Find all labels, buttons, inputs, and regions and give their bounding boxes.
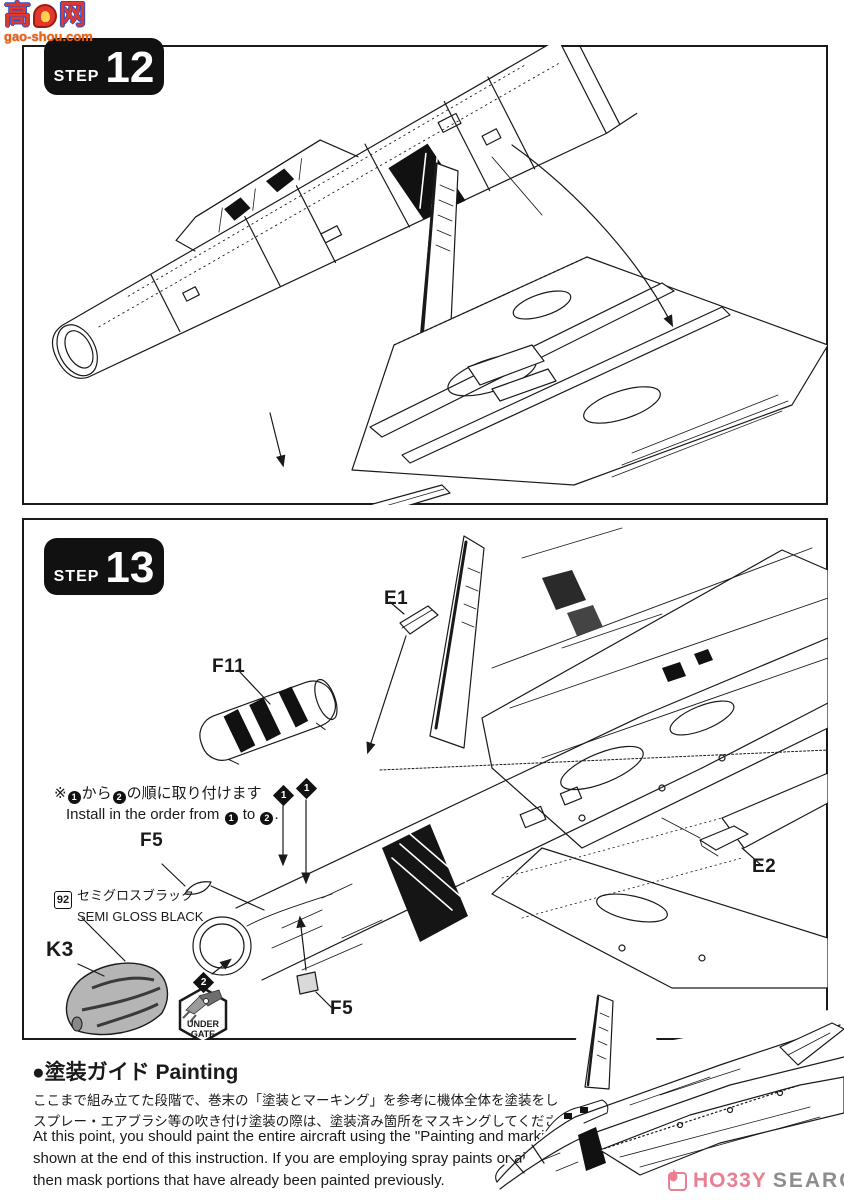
part-label-e2: E2 — [752, 856, 777, 877]
brand-search: SEARCH — [772, 1169, 844, 1192]
part-label-f5-top: F5 — [140, 830, 164, 851]
paint-code: 92 — [54, 891, 72, 909]
paint-callout: 92 セミグロスブラック SEMI GLOSS BLACK — [54, 888, 203, 925]
watermark-char-left: 高 — [4, 0, 31, 30]
part-f5-bottom-drawing — [296, 915, 335, 1011]
watermark: 高 网 gao-shou.com — [4, 0, 93, 44]
circled-1-icon: 1 — [224, 811, 238, 825]
part-e1-drawing — [366, 601, 439, 755]
step13-diagram: UNDER GATE — [65, 527, 828, 1040]
painting-guide-heading: ●塗装ガイド Painting — [32, 1061, 239, 1084]
hobbysearch-flame-icon — [668, 1169, 687, 1191]
order2-arrow-icon — [211, 958, 232, 975]
brand-hobby: HO33Y — [693, 1169, 767, 1192]
circled-2-icon: 2 — [112, 790, 126, 804]
watermark-logo-icon — [33, 3, 57, 28]
hobbysearch-logo: HO33Y SEARCH — [668, 1169, 844, 1193]
step12-wing-assembly-drawing — [269, 144, 828, 505]
step13-label: STEP — [53, 568, 100, 585]
step13-number: 13 — [105, 543, 155, 592]
part-f5-top-drawing — [161, 863, 265, 911]
part-e2-drawing — [661, 817, 761, 865]
assembly-arrow-icon — [511, 144, 674, 328]
watermark-char-right: 网 — [59, 0, 86, 30]
circled-2-icon: 2 — [260, 811, 274, 825]
painting-guide-jp: ここまで組み立てた段階で、巻末の「塗装とマーキング」を参考に機体全体を塗装をしま… — [33, 1093, 598, 1129]
paint-name-jp: セミグロスブラック — [77, 888, 195, 903]
part-f11-drawing — [199, 669, 338, 765]
paint-name-en: SEMI GLOSS BLACK — [77, 909, 204, 924]
under-gate-line1: UNDER — [187, 1019, 220, 1029]
step12-number: 12 — [105, 43, 155, 92]
part-label-f5-bottom: F5 — [330, 998, 354, 1019]
step12-fuselage-drawing — [51, 45, 638, 379]
circled-1-icon: 1 — [67, 790, 81, 804]
watermark-domain: gao-shou.com — [4, 29, 93, 44]
step12-diagram — [51, 45, 828, 505]
painting-guide-en: At this point, you should paint the enti… — [33, 1128, 589, 1189]
step12-badge: STEP 12 — [44, 38, 164, 95]
order-note-en: Install in the order from 1 to 2. — [66, 806, 279, 825]
part-label-e1: E1 — [384, 588, 409, 609]
under-gate-line2: GATE — [191, 1029, 215, 1039]
step13-badge: STEP 13 — [44, 538, 164, 595]
step12-label: STEP — [53, 68, 100, 85]
assembly-arrow-icon — [269, 412, 286, 468]
paint-callout-leader — [81, 917, 126, 962]
finished-aircraft-drawing — [495, 987, 844, 1200]
under-gate-icon: UNDER GATE — [178, 986, 228, 1040]
part-k3-drawing — [65, 962, 169, 1036]
part-label-f11: F11 — [212, 656, 246, 677]
part-label-k3: K3 — [46, 938, 74, 961]
step13-airframe-drawing — [192, 527, 828, 989]
